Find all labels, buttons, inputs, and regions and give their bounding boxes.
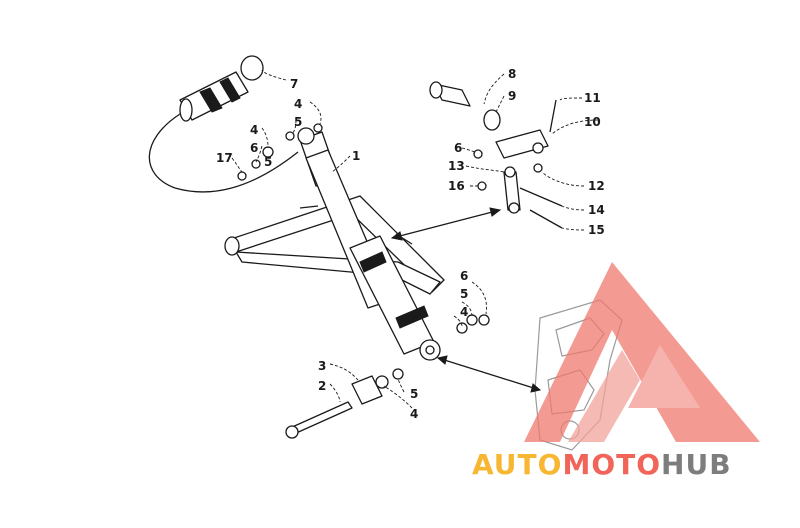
callout-6-right: 6 xyxy=(460,269,468,283)
callout-8: 8 xyxy=(508,67,516,81)
callout-3: 3 xyxy=(318,359,326,373)
callout-1: 1 xyxy=(352,149,360,163)
watermark-auto: AUTO xyxy=(472,448,562,481)
callout-5-lower: 5 xyxy=(410,387,418,401)
leader-lines xyxy=(231,69,599,409)
callout-11: 11 xyxy=(584,91,601,105)
callout-15: 15 xyxy=(588,223,605,237)
shock-absorber xyxy=(297,127,441,361)
callout-12: 12 xyxy=(588,179,605,193)
callout-2: 2 xyxy=(318,379,326,393)
small-hardware xyxy=(237,123,543,334)
upper-mount-hardware xyxy=(429,81,557,159)
watermark-inner-triangle-icon xyxy=(628,345,700,408)
callout-5-right: 5 xyxy=(460,287,468,301)
callout-6-left: 6 xyxy=(250,141,258,155)
link-hardware xyxy=(503,166,563,229)
callout-17: 17 xyxy=(216,151,233,165)
callout-7: 7 xyxy=(290,77,298,91)
watermark-moto: MOTO xyxy=(562,448,661,481)
assembly-arrows xyxy=(390,207,542,393)
watermark-logo xyxy=(524,262,760,442)
watermark-hub: HUB xyxy=(661,448,732,481)
callout-13: 13 xyxy=(448,159,465,173)
callout-5-upper: 5 xyxy=(294,115,302,129)
callout-4-right: 4 xyxy=(460,305,468,319)
callout-4-lower: 4 xyxy=(410,407,418,421)
reservoir xyxy=(148,55,299,193)
callout-4-left: 4 xyxy=(250,123,258,137)
callout-9: 9 xyxy=(508,89,516,103)
callout-6-middle: 6 xyxy=(454,141,462,155)
callout-14: 14 xyxy=(588,203,605,217)
callout-16: 16 xyxy=(448,179,465,193)
lower-bolt xyxy=(285,368,404,439)
callout-5-left: 5 xyxy=(264,155,272,169)
watermark-stripe-icon xyxy=(568,350,640,442)
callout-labels: 1 2 3 4 4 4 4 5 5 5 5 6 6 6 7 8 9 10 11 … xyxy=(216,67,605,421)
watermark-triangle-icon xyxy=(524,262,760,442)
watermark-text: AUTOMOTOHUB xyxy=(472,448,732,481)
callout-4-upper: 4 xyxy=(294,97,302,111)
callout-10: 10 xyxy=(584,115,601,129)
